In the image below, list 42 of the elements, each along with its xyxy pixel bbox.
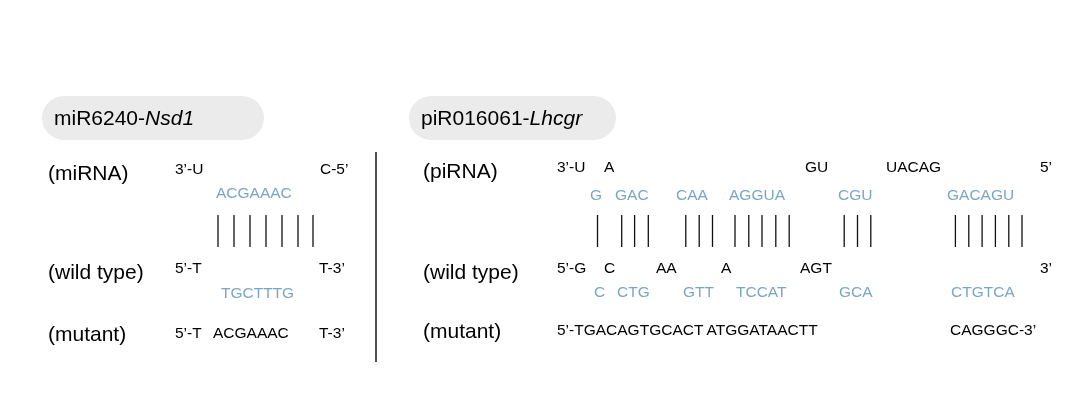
sequence-text: 5’ [1040, 159, 1053, 175]
sequence-text: 3’ [1040, 260, 1053, 276]
paired-sequence-text: GACAGU [947, 187, 1015, 203]
sequence-text: 5’-T [175, 260, 202, 276]
sequence-text: AA [656, 260, 677, 276]
row-label: (wild type) [423, 260, 519, 282]
paired-sequence-text: CTG [617, 284, 650, 300]
paired-sequence-text: TGCTTTG [221, 285, 295, 301]
paired-sequence-text: CAA [676, 187, 708, 203]
sequence-text: AGT [800, 260, 832, 276]
sequence-text: A [604, 159, 615, 175]
paired-sequence-text: ACGAAAC [216, 185, 292, 201]
paired-sequence-text: G [590, 187, 603, 203]
paired-sequence-text: CTGTCA [951, 284, 1015, 300]
sequence-text: T-3’ [319, 260, 345, 276]
row-label: (wild type) [48, 260, 144, 282]
paired-sequence-text: GAC [615, 187, 649, 203]
paired-sequence-text: C [594, 284, 606, 300]
sequence-text: C-5’ [320, 161, 349, 177]
sequence-text: C [604, 260, 616, 276]
sequence-text: 5’-T [175, 325, 202, 341]
row-label: (mutant) [48, 322, 127, 344]
sequence-text: CAGGGC-3’ [950, 322, 1037, 338]
paired-sequence-text: CGU [838, 187, 873, 203]
row-label: (piRNA) [423, 159, 498, 181]
paired-sequence-text: TCCAT [736, 284, 787, 300]
sequence-text: 5’-TGACAGTGCACT ATGGATAACTT [557, 322, 818, 338]
sequence-text: A [721, 260, 732, 276]
sequence-text: ACGAAAC [213, 325, 289, 341]
paired-sequence-text: GCA [839, 284, 873, 300]
sequence-text: 5’-G [557, 260, 587, 276]
sequence-text: GU [805, 159, 829, 175]
row-label: (mutant) [423, 319, 502, 341]
heading-text: miR6240-Nsd1 [54, 106, 195, 130]
sequence-text: 3’-U [557, 159, 586, 175]
heading-text: piR016061-Lhcgr [421, 106, 583, 130]
sequence-text: 3’-U [175, 161, 204, 177]
sequence-text: T-3’ [319, 325, 345, 341]
paired-sequence-text: GTT [683, 284, 714, 300]
sequence-text: UACAG [886, 159, 942, 175]
row-label: (miRNA) [48, 161, 129, 183]
paired-sequence-text: AGGUA [729, 187, 785, 203]
